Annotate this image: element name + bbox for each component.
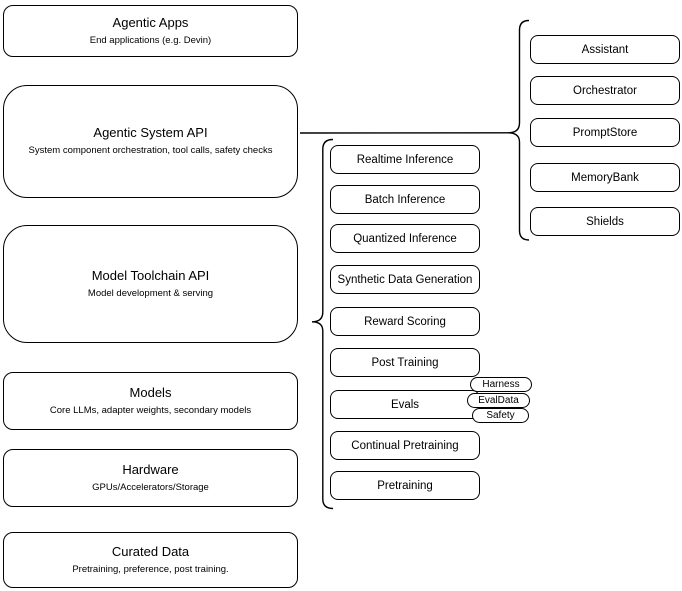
toolchain-item-evals: Evals: [330, 390, 480, 419]
layer-box-curated-data: Curated Data Pretraining, preference, po…: [3, 532, 298, 588]
layer-box-hardware: Hardware GPUs/Accelerators/Storage: [3, 449, 298, 507]
toolchain-item-reward-scoring: Reward Scoring: [330, 307, 480, 336]
layer-title: Agentic Apps: [112, 14, 189, 30]
toolchain-item-batch-inference: Batch Inference: [330, 185, 480, 214]
layer-subtitle: Pretraining, preference, post training.: [72, 563, 229, 575]
layer-subtitle: Model development & serving: [87, 287, 214, 299]
components-brace: [507, 19, 530, 241]
component-shields: Shields: [530, 207, 680, 236]
toolchain-item-quantized-inference: Quantized Inference: [330, 224, 480, 253]
toolchain-item-pretraining: Pretraining: [330, 471, 480, 500]
layer-subtitle: Core LLMs, adapter weights, secondary mo…: [49, 404, 252, 416]
eval-tag-evaldata: EvalData: [467, 393, 530, 408]
layer-box-models: Models Core LLMs, adapter weights, secon…: [3, 372, 298, 430]
component-orchestrator: Orchestrator: [530, 76, 680, 105]
layer-title: Agentic System API: [93, 125, 208, 141]
layer-box-agentic-apps: Agentic Apps End applications (e.g. Devi…: [3, 5, 298, 57]
toolchain-item-post-training: Post Training: [330, 348, 480, 377]
layer-subtitle: System component orchestration, tool cal…: [28, 145, 273, 156]
layer-title: Hardware: [122, 461, 179, 477]
layer-box-model-toolchain-api: Model Toolchain API Model development & …: [3, 225, 298, 343]
eval-tag-harness: Harness: [470, 377, 532, 392]
layer-box-agentic-system-api: Agentic System API System component orch…: [3, 85, 298, 198]
layer-subtitle: GPUs/Accelerators/Storage: [92, 481, 209, 493]
component-memorybank: MemoryBank: [530, 163, 680, 192]
layer-subtitle: End applications (e.g. Devin): [89, 34, 212, 46]
component-assistant: Assistant: [530, 35, 680, 64]
toolchain-item-continual-pretraining: Continual Pretraining: [330, 431, 480, 460]
eval-tag-safety: Safety: [472, 408, 529, 423]
layer-title: Curated Data: [111, 543, 190, 559]
layer-title: Model Toolchain API: [91, 267, 210, 283]
component-promptstore: PromptStore: [530, 118, 680, 147]
toolchain-item-realtime-inference: Realtime Inference: [330, 145, 480, 174]
toolchain-item-synthetic-data-generation: Synthetic Data Generation: [330, 265, 480, 294]
layer-title: Models: [129, 384, 172, 400]
